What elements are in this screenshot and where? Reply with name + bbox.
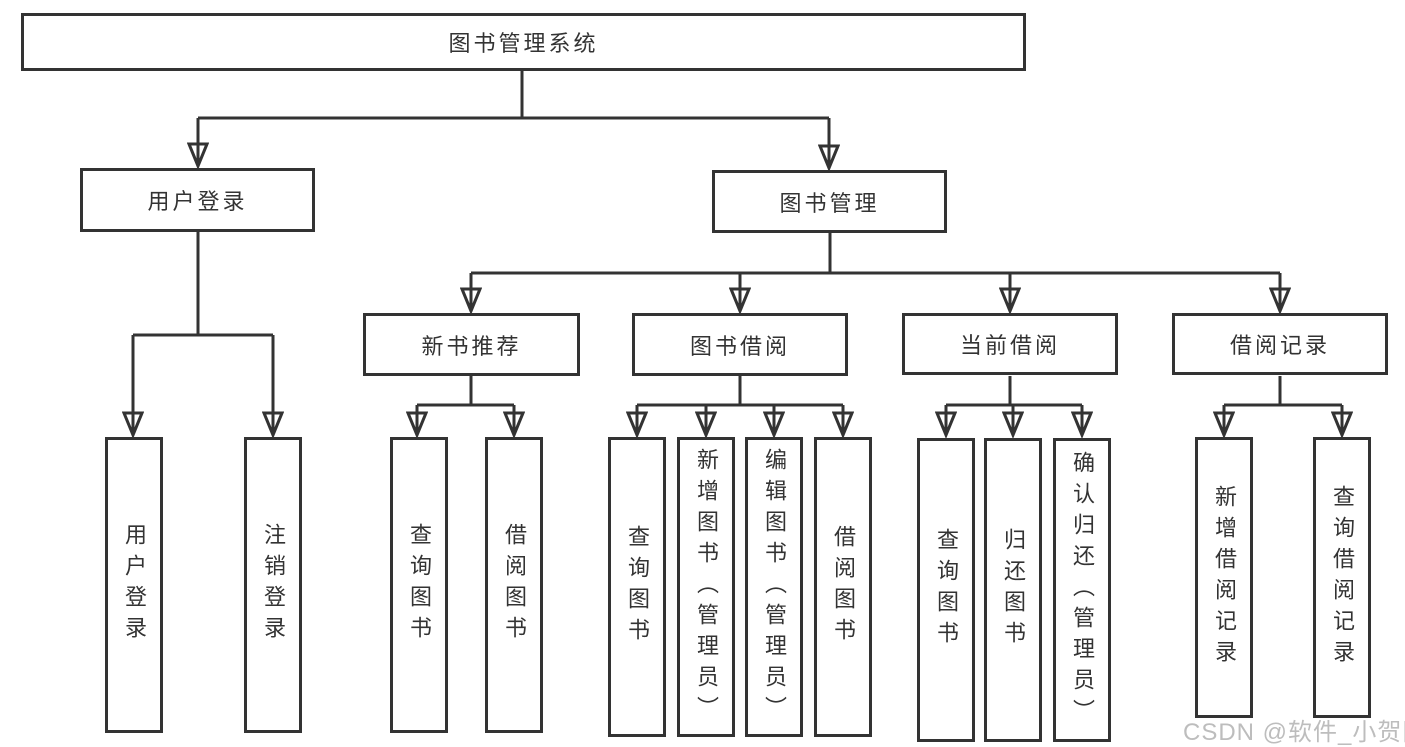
connector-borrow-record [1224,376,1342,435]
leaf-bb-add-book-admin: 新增图书（管理员） [677,437,735,737]
connector-current-borrow [946,376,1082,435]
leaf-bb-edit-book-admin: 编辑图书（管理员） [745,437,803,737]
csdn-watermark: CSDN @软件_小贺同学 [1183,719,1405,746]
leaf-bb-borrow-books: 借阅图书 [814,437,872,737]
leaf-nb-query-books: 查询图书 [390,437,448,733]
node-user-login: 用户登录 [80,168,315,232]
node-current-borrow: 当前借阅 [902,313,1118,375]
leaf-br-add-record: 新增借阅记录 [1195,437,1253,718]
node-borrow-record-label: 借阅记录 [1229,333,1330,358]
node-root: 图书管理系统 [21,13,1026,71]
node-root-label: 图书管理系统 [448,31,599,56]
node-borrow-record: 借阅记录 [1172,313,1388,375]
node-new-book-label: 新书推荐 [421,333,522,359]
connector-user-login [133,232,273,435]
node-book-borrow-label: 图书借阅 [689,333,790,359]
node-book-borrow: 图书借阅 [632,313,848,376]
connector-new-book [417,376,514,435]
leaf-user-login: 用户登录 [105,437,163,733]
leaf-cb-return-books: 归还图书 [984,438,1042,742]
leaf-nb-borrow-books: 借阅图书 [485,437,543,733]
node-user-login-label: 用户登录 [147,189,248,214]
node-book-management: 图书管理 [712,170,947,233]
node-new-book: 新书推荐 [363,313,580,376]
leaf-bb-query-books: 查询图书 [608,437,666,737]
leaf-logout: 注销登录 [244,437,302,733]
connector-book-borrow [637,376,843,435]
connector-book-management [471,233,1280,311]
leaf-br-query-record: 查询借阅记录 [1313,437,1371,718]
connector-root [198,70,829,168]
leaf-cb-query-books: 查询图书 [917,438,975,742]
node-current-borrow-label: 当前借阅 [959,333,1060,358]
node-book-management-label: 图书管理 [779,190,880,216]
leaf-cb-confirm-return-admin: 确认归还（管理员） [1053,438,1111,742]
